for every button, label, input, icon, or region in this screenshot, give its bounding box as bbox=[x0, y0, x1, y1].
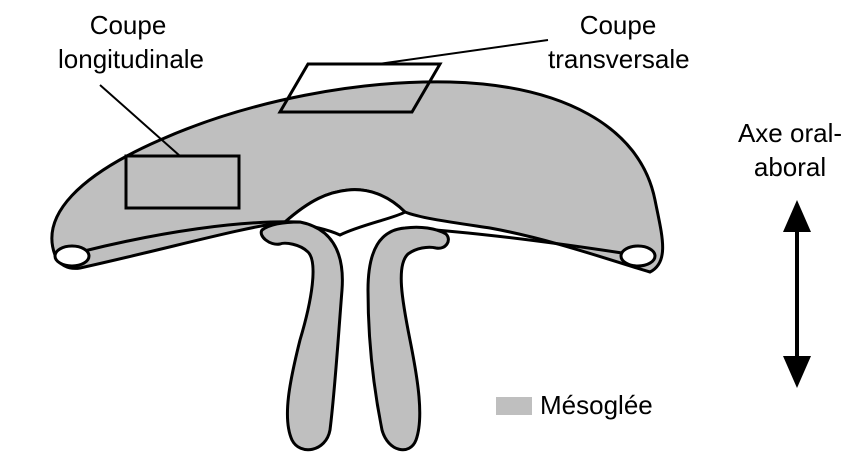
transverse-label-line1: Coupe bbox=[548, 8, 688, 42]
marginal-canal-left bbox=[55, 246, 89, 266]
legend-swatch bbox=[496, 397, 532, 415]
transverse-leader-line bbox=[378, 40, 548, 64]
oral-arm-right bbox=[368, 227, 448, 449]
longitudinal-leader-line bbox=[100, 85, 180, 156]
legend: Mésoglée bbox=[496, 390, 653, 421]
umbrella-body bbox=[52, 82, 663, 272]
axis-arrow-head-top bbox=[783, 200, 811, 232]
oral-arm-left bbox=[261, 222, 342, 450]
axis-arrow-head-bottom bbox=[783, 356, 811, 388]
longitudinal-section-label: Coupe longitudinale bbox=[58, 8, 198, 76]
transverse-section-label: Coupe transversale bbox=[548, 8, 688, 76]
transverse-label-line2: transversale bbox=[548, 42, 688, 76]
axis-label-line2: aboral bbox=[728, 150, 852, 184]
axis-label: Axe oral- aboral bbox=[728, 116, 852, 184]
longitudinal-label-line1: Coupe bbox=[58, 8, 198, 42]
longitudinal-label-line2: longitudinale bbox=[58, 42, 198, 76]
legend-label: Mésoglée bbox=[540, 390, 653, 421]
marginal-canal-right bbox=[621, 246, 655, 266]
axis-label-line1: Axe oral- bbox=[728, 116, 852, 150]
